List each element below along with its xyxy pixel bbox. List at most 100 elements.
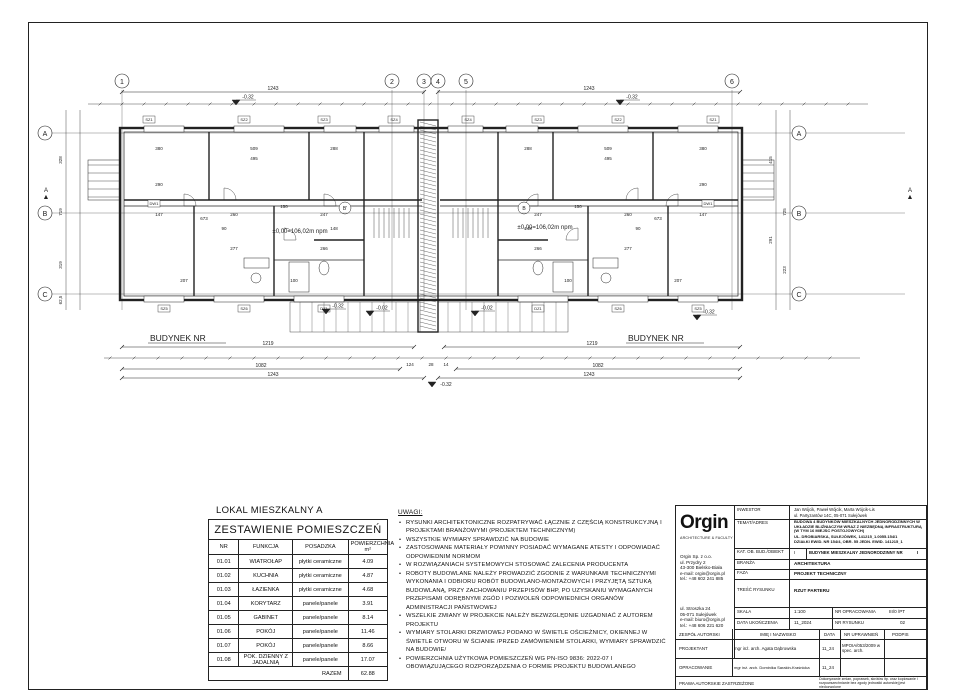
door-swing	[223, 187, 237, 201]
address-line: tel.: +48 606 221 620	[680, 622, 724, 628]
dimension-tick	[421, 89, 427, 95]
level-mark-icon	[615, 99, 625, 106]
party-wall-hatch	[419, 181, 437, 187]
dimension-tick	[758, 102, 762, 106]
party-wall-hatch	[419, 277, 437, 283]
dimension-label: 1243	[267, 372, 278, 378]
schedule-header-row: NR FUNKCJA POSADZKA POWIERZCHNIA m²	[207, 539, 394, 555]
faza-label: FAZA	[737, 570, 748, 575]
terrace	[741, 159, 775, 201]
dimension-tick	[372, 356, 376, 360]
party-wall-hatch	[419, 197, 437, 203]
party-wall-hatch	[419, 137, 437, 143]
room-area: 17.07	[347, 652, 389, 667]
obiekt-value: BUDYNEK MIESZKALNY JEDNORODZINNY NR	[809, 550, 903, 555]
projektant-label: PROJEKTANT	[679, 646, 708, 651]
dimension-tick	[420, 356, 424, 360]
dimension-tick	[362, 102, 366, 106]
axis-label: C	[796, 292, 801, 299]
level-mark-icon	[692, 314, 702, 321]
section-mark: B	[522, 206, 526, 212]
door-swing	[183, 193, 197, 207]
dimension-tick	[421, 375, 427, 381]
room-dimension: 260	[230, 212, 238, 217]
room-dimension: 380	[699, 146, 707, 151]
dimension-tick	[340, 102, 344, 106]
dimension-tick	[736, 102, 740, 106]
note-item: Rysunki architektoniczne rozpatrywać łąc…	[399, 519, 668, 536]
window	[597, 295, 649, 303]
dimension-tick	[252, 356, 256, 360]
dimension-tick	[802, 102, 806, 106]
party-wall-hatch	[419, 189, 437, 195]
opracowanie-date: 11_24	[822, 665, 834, 670]
window	[378, 125, 415, 133]
dimension-tick	[444, 356, 448, 360]
dimension-label: 28	[428, 362, 434, 367]
axis-bubble	[430, 73, 446, 89]
paving-area	[289, 301, 421, 333]
room-floor: płytki ceramiczne	[292, 568, 349, 583]
room-function: POKÓJ	[238, 624, 294, 639]
axis-label: B	[797, 211, 802, 218]
party-wall-hatch	[419, 245, 437, 251]
dimension-label: 291	[768, 236, 773, 244]
party-wall-hatch	[419, 209, 437, 215]
temat-value: BUDOWA 4 BUDYNKÓW MIESZKALNYCH JEDNORODZ…	[794, 519, 922, 534]
window-tag-box	[237, 304, 251, 313]
dimension-tick	[468, 356, 472, 360]
dimension-label: 415	[768, 156, 773, 164]
dimension-tick	[494, 102, 498, 106]
room-floor: panele/panele	[292, 596, 349, 611]
axis-label: 6	[730, 79, 734, 86]
dimension-label: 1243	[583, 372, 594, 378]
room-number: 01.06	[207, 624, 240, 639]
window	[143, 125, 185, 133]
axis-label: A	[797, 131, 802, 138]
note-item: Wszelkie zmiany w projekcie należy bezwz…	[399, 612, 668, 629]
faza-value: PROJEKT TECHNICZNY	[794, 571, 847, 576]
field-tresc: TREŚĆ RYSUNKU RZUT PARTERU	[734, 579, 926, 608]
dimension-tick	[804, 356, 808, 360]
room-function: POKÓJ	[238, 638, 294, 653]
party-wall-hatch	[419, 241, 437, 247]
dimension-tick	[228, 356, 232, 360]
level-mark-label: -0.32	[703, 310, 715, 316]
note-item: W rozwiązaniach systemowych stosować zal…	[399, 561, 668, 570]
window-tag-box	[317, 115, 331, 124]
kategoria-label: KAT. OB. BUD./OBIEKT	[737, 549, 784, 554]
party-wall-hatch	[419, 233, 437, 239]
branza-label: BRANŻA	[737, 560, 755, 565]
axis-bubble	[384, 73, 400, 89]
axis-bubble	[114, 73, 130, 89]
room-floor: płytki ceramiczne	[292, 582, 349, 597]
dimension-tick	[824, 102, 828, 106]
dimension-tick	[204, 356, 208, 360]
room-dimension: 148	[524, 226, 532, 231]
room-dimension: 90	[221, 226, 227, 231]
field-temat: TEMAT/ADRES BUDOWA 4 BUDYNKÓW MIESZKALNY…	[734, 519, 926, 549]
room-dimension: 100	[290, 278, 298, 283]
axis-label: B	[43, 211, 48, 218]
address-line: e-mail: orgin@orgin.pl	[680, 570, 726, 576]
dimension-tick	[636, 356, 640, 360]
window-tag-box	[461, 115, 475, 124]
kitchen-counter	[592, 257, 619, 269]
dimension-tick	[252, 102, 256, 106]
party-wall-hatch	[419, 301, 437, 307]
notes-heading: UWAGI:	[398, 509, 423, 516]
room-dimension: 509	[250, 146, 258, 151]
nr-rysunku-label: NR RYSUNKU	[835, 620, 864, 625]
schedule-total-row: RAZEM 62.88	[208, 666, 389, 681]
section-mark: B'	[343, 206, 347, 212]
party-wall-hatch	[419, 217, 437, 223]
tresc-label: TREŚĆ RYSUNKU	[737, 587, 775, 592]
party-wall-hatch	[419, 145, 437, 151]
level-mark-label: -0.32	[332, 304, 344, 310]
dimension-tick	[660, 356, 664, 360]
dimension-tick	[186, 102, 190, 106]
axis-label: 2	[390, 79, 394, 86]
dimension-tick	[560, 102, 564, 106]
room-area: 8.14	[347, 610, 389, 625]
dimension-tick	[318, 102, 322, 106]
